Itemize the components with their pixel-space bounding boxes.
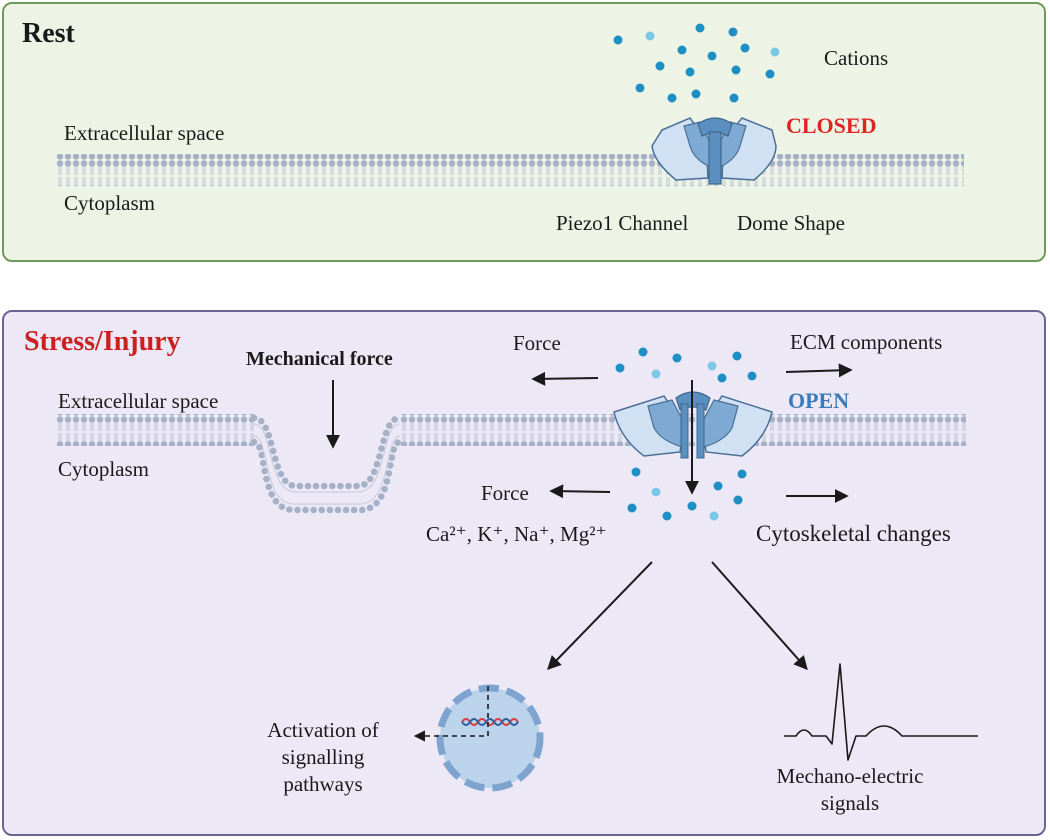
arrow-to-nucleus bbox=[547, 561, 653, 671]
arrow-to-ecg bbox=[711, 561, 808, 671]
rest-membrane bbox=[56, 154, 964, 186]
ecm-components-label: ECM components bbox=[790, 330, 943, 354]
force-arrow-top bbox=[531, 371, 599, 386]
activation-line-3: pathways bbox=[283, 772, 363, 796]
nucleus-icon bbox=[413, 684, 544, 792]
cation-dots-rest bbox=[613, 23, 780, 103]
cytoskeletal-changes-label: Cytoskeletal changes bbox=[756, 521, 951, 546]
ecm-arrow bbox=[785, 363, 853, 378]
force-arrow-bottom bbox=[549, 484, 611, 499]
activation-line-2: signalling bbox=[281, 745, 365, 769]
rest-title: Rest bbox=[22, 18, 75, 49]
stress-cytoplasm-label: Cytoplasm bbox=[58, 457, 150, 481]
ecg-trace-icon bbox=[784, 663, 978, 761]
ions-label: Ca²⁺, K⁺, Na⁺, Mg²⁺ bbox=[426, 522, 607, 546]
cation-dots-stress-bottom bbox=[627, 467, 747, 521]
mechano-line-2: signals bbox=[820, 791, 880, 815]
force-label-top: Force bbox=[513, 331, 561, 355]
mechano-line-1: Mechano-electric bbox=[776, 764, 924, 788]
mechanical-force-label: Mechanical force bbox=[246, 348, 393, 370]
force-label-bottom: Force bbox=[481, 481, 529, 505]
open-state-label: OPEN bbox=[788, 388, 850, 413]
rest-cytoplasm-label: Cytoplasm bbox=[64, 191, 156, 215]
piezo1-channel-open bbox=[613, 391, 773, 459]
rest-extracellular-label: Extracellular space bbox=[64, 121, 225, 145]
dome-shape-label: Dome Shape bbox=[737, 211, 845, 235]
piezo1-channel-closed bbox=[651, 117, 777, 185]
cations-label: Cations bbox=[824, 46, 889, 70]
cation-dots-stress-top bbox=[615, 347, 757, 383]
piezo1-channel-label: Piezo1 Channel bbox=[556, 211, 689, 235]
rest-panel bbox=[2, 2, 1046, 262]
stress-title: Stress/Injury bbox=[24, 326, 181, 357]
closed-state-label: CLOSED bbox=[786, 113, 877, 138]
activation-line-1: Activation of bbox=[267, 718, 379, 742]
stress-extracellular-label: Extracellular space bbox=[58, 389, 219, 413]
